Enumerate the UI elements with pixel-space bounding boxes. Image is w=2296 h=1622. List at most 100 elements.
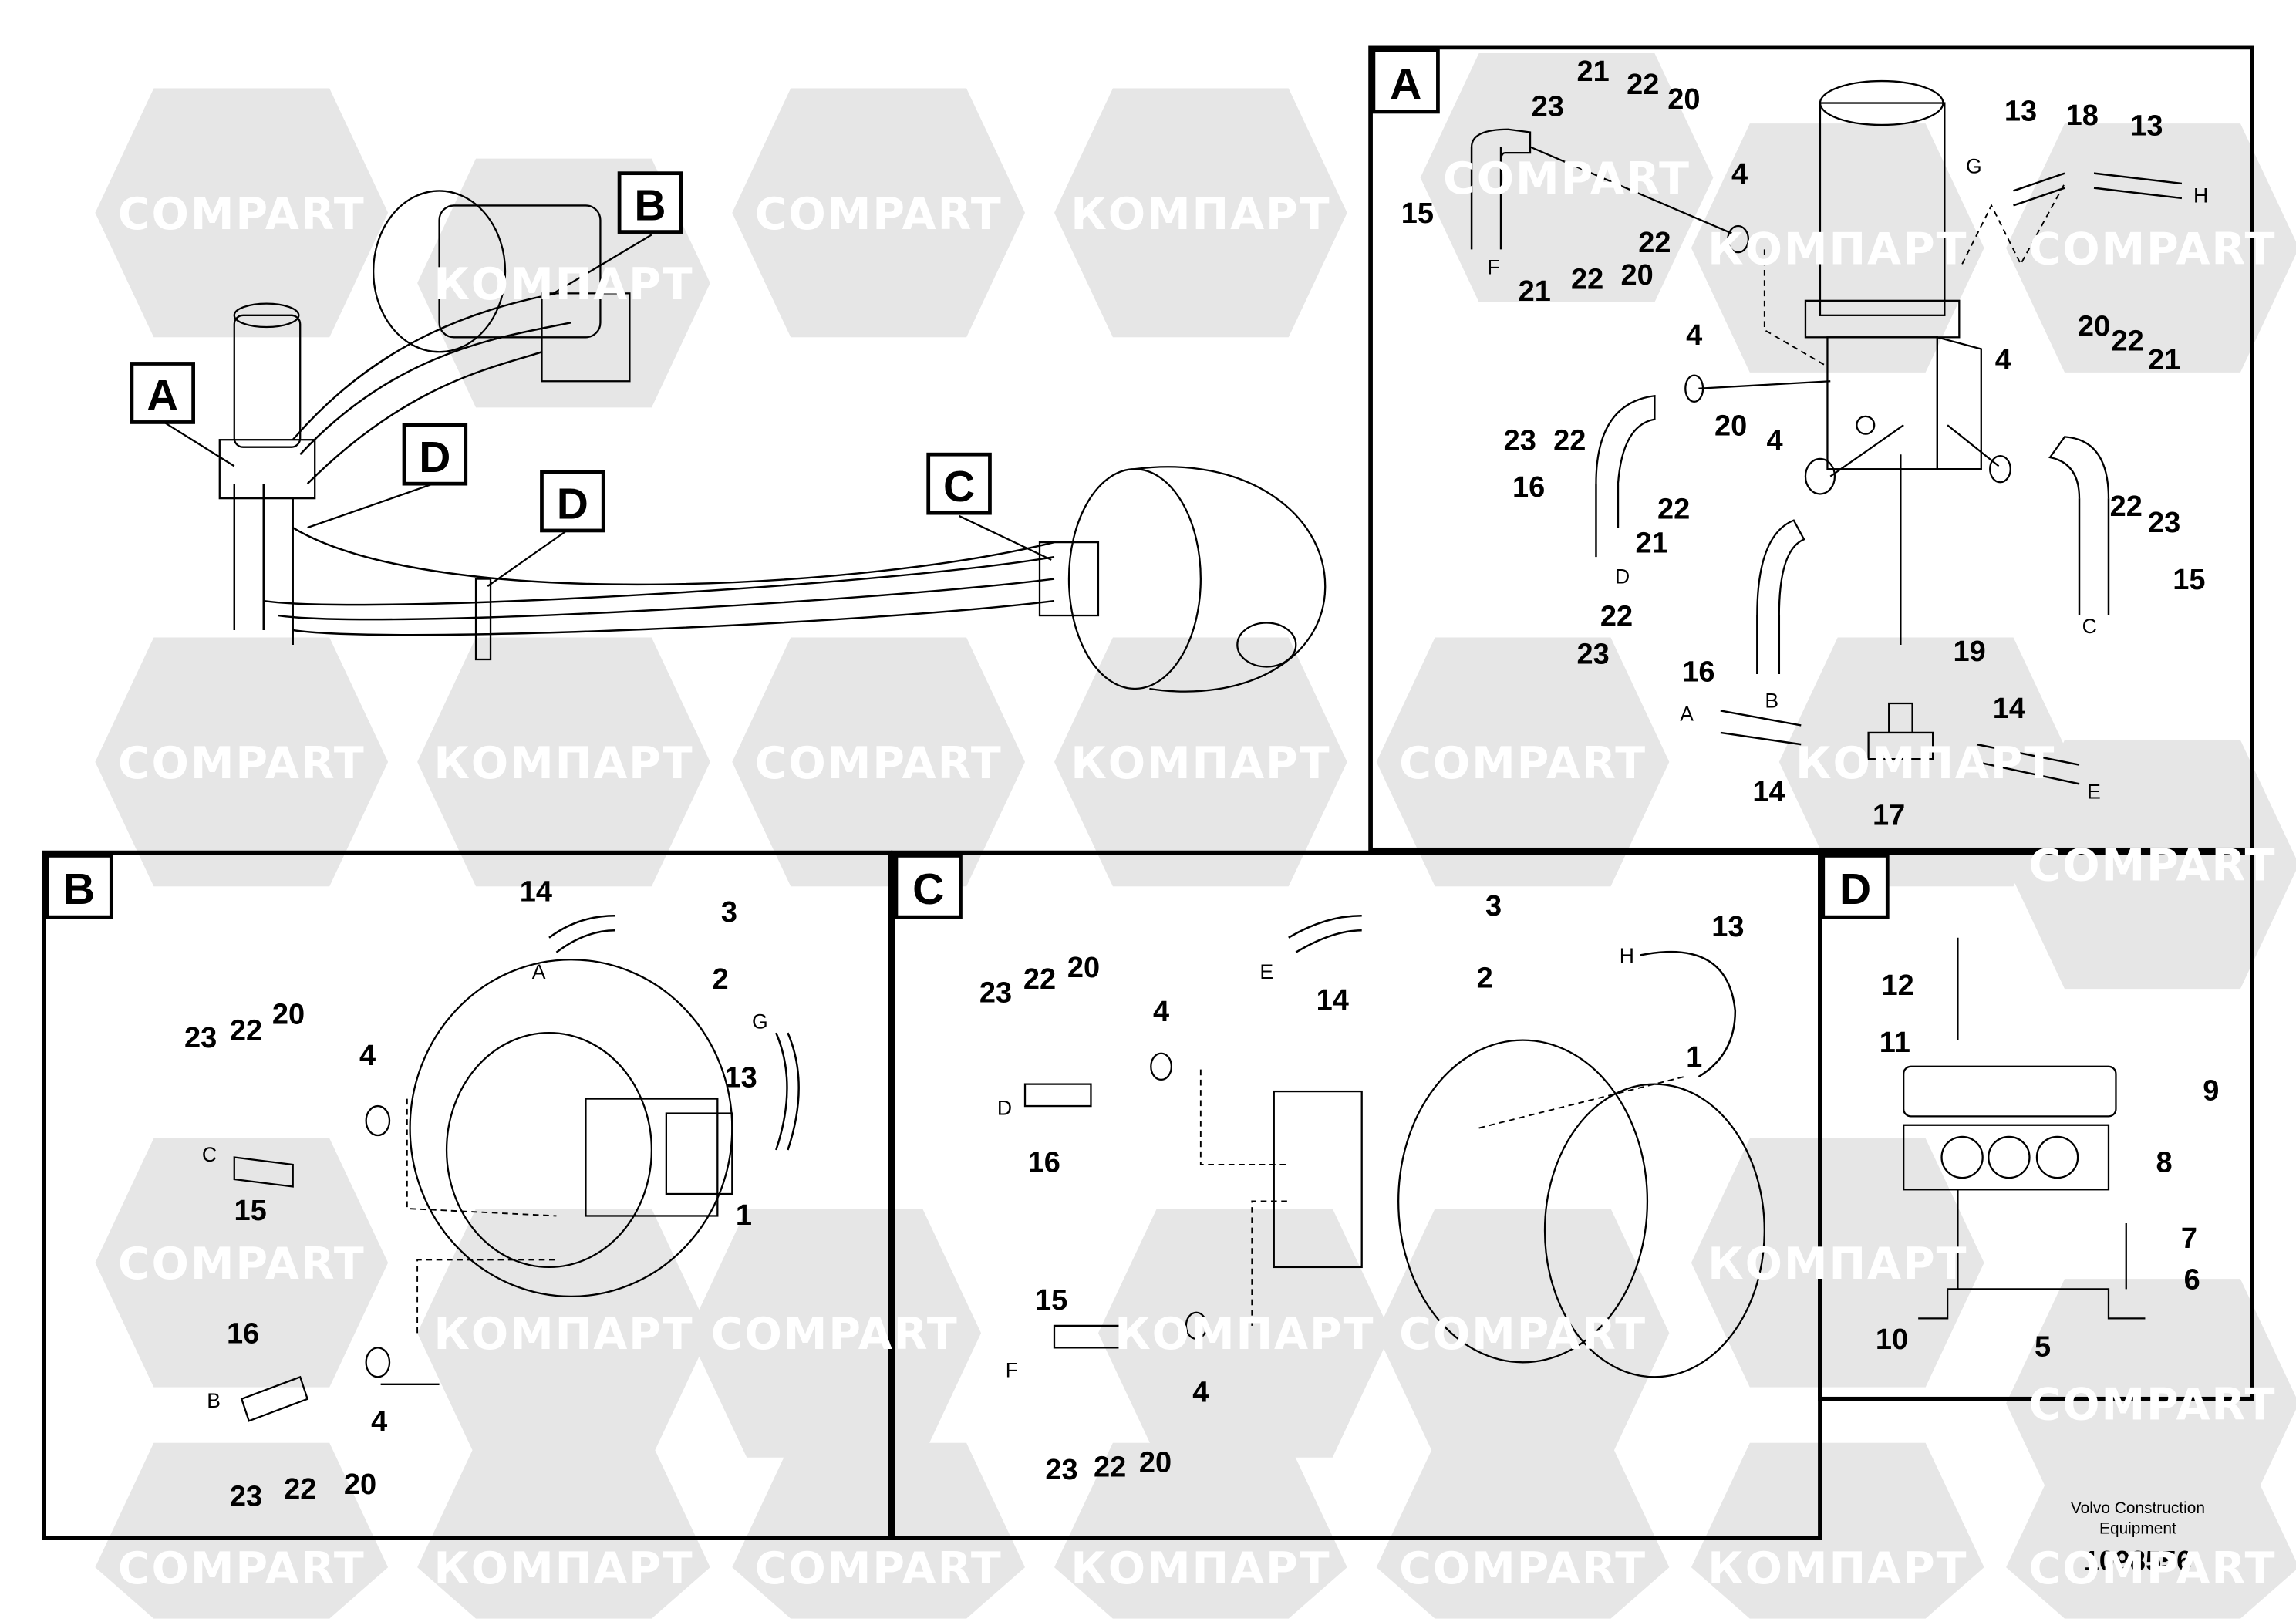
watermark-text: COMPART <box>2029 1543 2277 1594</box>
panel-b-callout: 23 <box>230 1480 262 1512</box>
watermark-hexagon <box>732 637 1026 887</box>
panel-a-callout: 21 <box>1577 56 1610 88</box>
panel-a-callout: 20 <box>1621 259 1654 292</box>
panel-b-callout: A <box>532 960 546 983</box>
panel-a-callout: F <box>1487 256 1499 279</box>
panel-a-frame <box>1368 45 2254 852</box>
overview-tag-c[interactable]: C <box>943 462 975 511</box>
panel-d-callout: 9 <box>2203 1074 2219 1107</box>
panel-c-callout: 15 <box>1035 1284 1067 1317</box>
panel-a-callout: 4 <box>1995 344 2011 376</box>
overview-tags: A B C D D <box>130 171 1052 587</box>
panel-d-frame <box>1818 850 2254 1401</box>
watermark-hexagon <box>2006 740 2296 990</box>
watermark-text: COMPART <box>2029 224 2277 275</box>
panel-a-callout: A <box>1680 703 1694 726</box>
panel-a-callout: 22 <box>1638 227 1671 259</box>
panel-a-callout: 14 <box>1993 693 2025 725</box>
watermark-hexagon <box>95 637 389 887</box>
panel-a-callout: 23 <box>1532 91 1564 123</box>
panel-a-callout: 23 <box>2148 507 2180 539</box>
watermark-text: КОМПАРТ <box>1708 1543 1967 1594</box>
watermark-hexagon <box>2006 123 2296 373</box>
watermark-hexagon <box>1054 637 1347 887</box>
maker-line-2: Equipment <box>2099 1519 2176 1537</box>
panel-c-callout: 2 <box>1477 962 1493 994</box>
panel-a-callout: 18 <box>2066 99 2099 132</box>
watermark-hexagon <box>1376 1442 1670 1619</box>
panel-b-callout: 4 <box>371 1406 387 1438</box>
panel-c-callout: 23 <box>1045 1454 1077 1486</box>
panel-c-callout: D <box>997 1096 1012 1119</box>
watermark-hexagon <box>732 88 1026 338</box>
watermark-text: КОМПАРТ <box>433 738 693 789</box>
watermark-text: КОМПАРТ <box>433 1309 693 1360</box>
panel-d-callout: 11 <box>1880 1027 1910 1059</box>
drawing-number: 1098556 <box>2084 1545 2192 1576</box>
watermark-hexagon <box>417 637 710 887</box>
watermark-text: COMPART <box>2029 841 2277 892</box>
panel-a-callout: 4 <box>1767 424 1783 457</box>
panel-c-callout: 13 <box>1711 911 1744 943</box>
watermark-text: КОМПАРТ <box>1114 1309 1374 1360</box>
panel-a-callout: B <box>1765 690 1778 713</box>
panel-c-callout: 23 <box>979 976 1012 1009</box>
panel-c-callout: 16 <box>1028 1147 1060 1179</box>
maker-line-1: Volvo Construction <box>2071 1499 2205 1517</box>
panel-a-callout: 16 <box>1682 656 1714 688</box>
watermark-hexagon <box>1691 1442 1984 1619</box>
panel-a-callout: 17 <box>1873 800 1905 832</box>
panel-a-callout: E <box>2087 780 2101 803</box>
panel-c-callout: 22 <box>1094 1451 1126 1483</box>
panel-c-callout: E <box>1259 960 1273 983</box>
overview-tag-b[interactable]: B <box>634 180 666 230</box>
panel-a-callout: 16 <box>1512 471 1545 504</box>
panel-a-callout: 23 <box>1504 424 1536 457</box>
panel-b-callout: 22 <box>230 1015 262 1047</box>
panel-a-callout: 23 <box>1577 639 1610 671</box>
panel-b-callout: 4 <box>359 1040 376 1072</box>
panel-d-drawing <box>1903 937 2146 1320</box>
watermark-text: COMPART <box>1399 1309 1647 1360</box>
watermark-text: COMPART <box>118 738 366 789</box>
watermark-text: КОМПАРТ <box>433 1543 693 1594</box>
panel-c-callout: 3 <box>1485 890 1502 922</box>
panel-b-callout: 2 <box>713 963 729 996</box>
watermark-hexagon <box>1420 52 1714 302</box>
panel-a-callout: 4 <box>1731 158 1748 191</box>
watermark-hexagon <box>1778 637 2072 887</box>
watermark-text: КОМПАРТ <box>1070 738 1330 789</box>
panel-c-frame <box>891 850 1822 1541</box>
panel-a-callout: 13 <box>2130 110 2163 142</box>
panel-a-callout: 22 <box>1571 264 1603 296</box>
panel-d-callout: 8 <box>2156 1147 2173 1179</box>
panel-a-callout: C <box>2082 615 2097 638</box>
panel-a-callout: 22 <box>1657 494 1690 526</box>
watermark-text: COMPART <box>118 1239 366 1290</box>
overview-tag-d1[interactable]: D <box>419 433 450 482</box>
overview-drawing <box>218 190 1327 693</box>
watermark-hexagon <box>1054 1442 1347 1619</box>
footer-block: Volvo Construction Equipment 1098556 <box>2071 1499 2205 1576</box>
overview-tag-d2[interactable]: D <box>557 480 588 529</box>
watermark-hexagon <box>688 1208 982 1458</box>
panel-a-callout: 20 <box>1714 410 1747 443</box>
watermark-text: КОМПАРТ <box>1708 1239 1967 1290</box>
panel-d-callout: 5 <box>2035 1331 2051 1364</box>
panel-a-drawing <box>1470 79 2183 785</box>
watermark-layer <box>95 52 2296 1619</box>
watermark-text: КОМПАРТ <box>1070 189 1330 240</box>
watermark-text: КОМПАРТ <box>1708 224 1967 275</box>
watermark-hexagon <box>1691 1138 1984 1388</box>
watermark-hexagon <box>1376 637 1670 887</box>
watermark-text: COMPART <box>755 189 1003 240</box>
watermark-text-layer: COMPART КОМПАРТ COMPART КОМПАРТ COMPART КОМПА… <box>118 153 2277 1594</box>
panel-a-callout: 20 <box>1667 83 1700 116</box>
watermark-text: COMPART <box>2029 1379 2277 1430</box>
panel-d-callout: 10 <box>1876 1324 1908 1356</box>
panel-c-callout: 1 <box>1686 1041 1702 1074</box>
panel-a-callout: 22 <box>2112 325 2144 357</box>
overview-tag-a[interactable]: A <box>147 371 178 420</box>
watermark-hexagon <box>1097 1208 1391 1458</box>
panel-a-callout: 13 <box>2004 95 2037 127</box>
